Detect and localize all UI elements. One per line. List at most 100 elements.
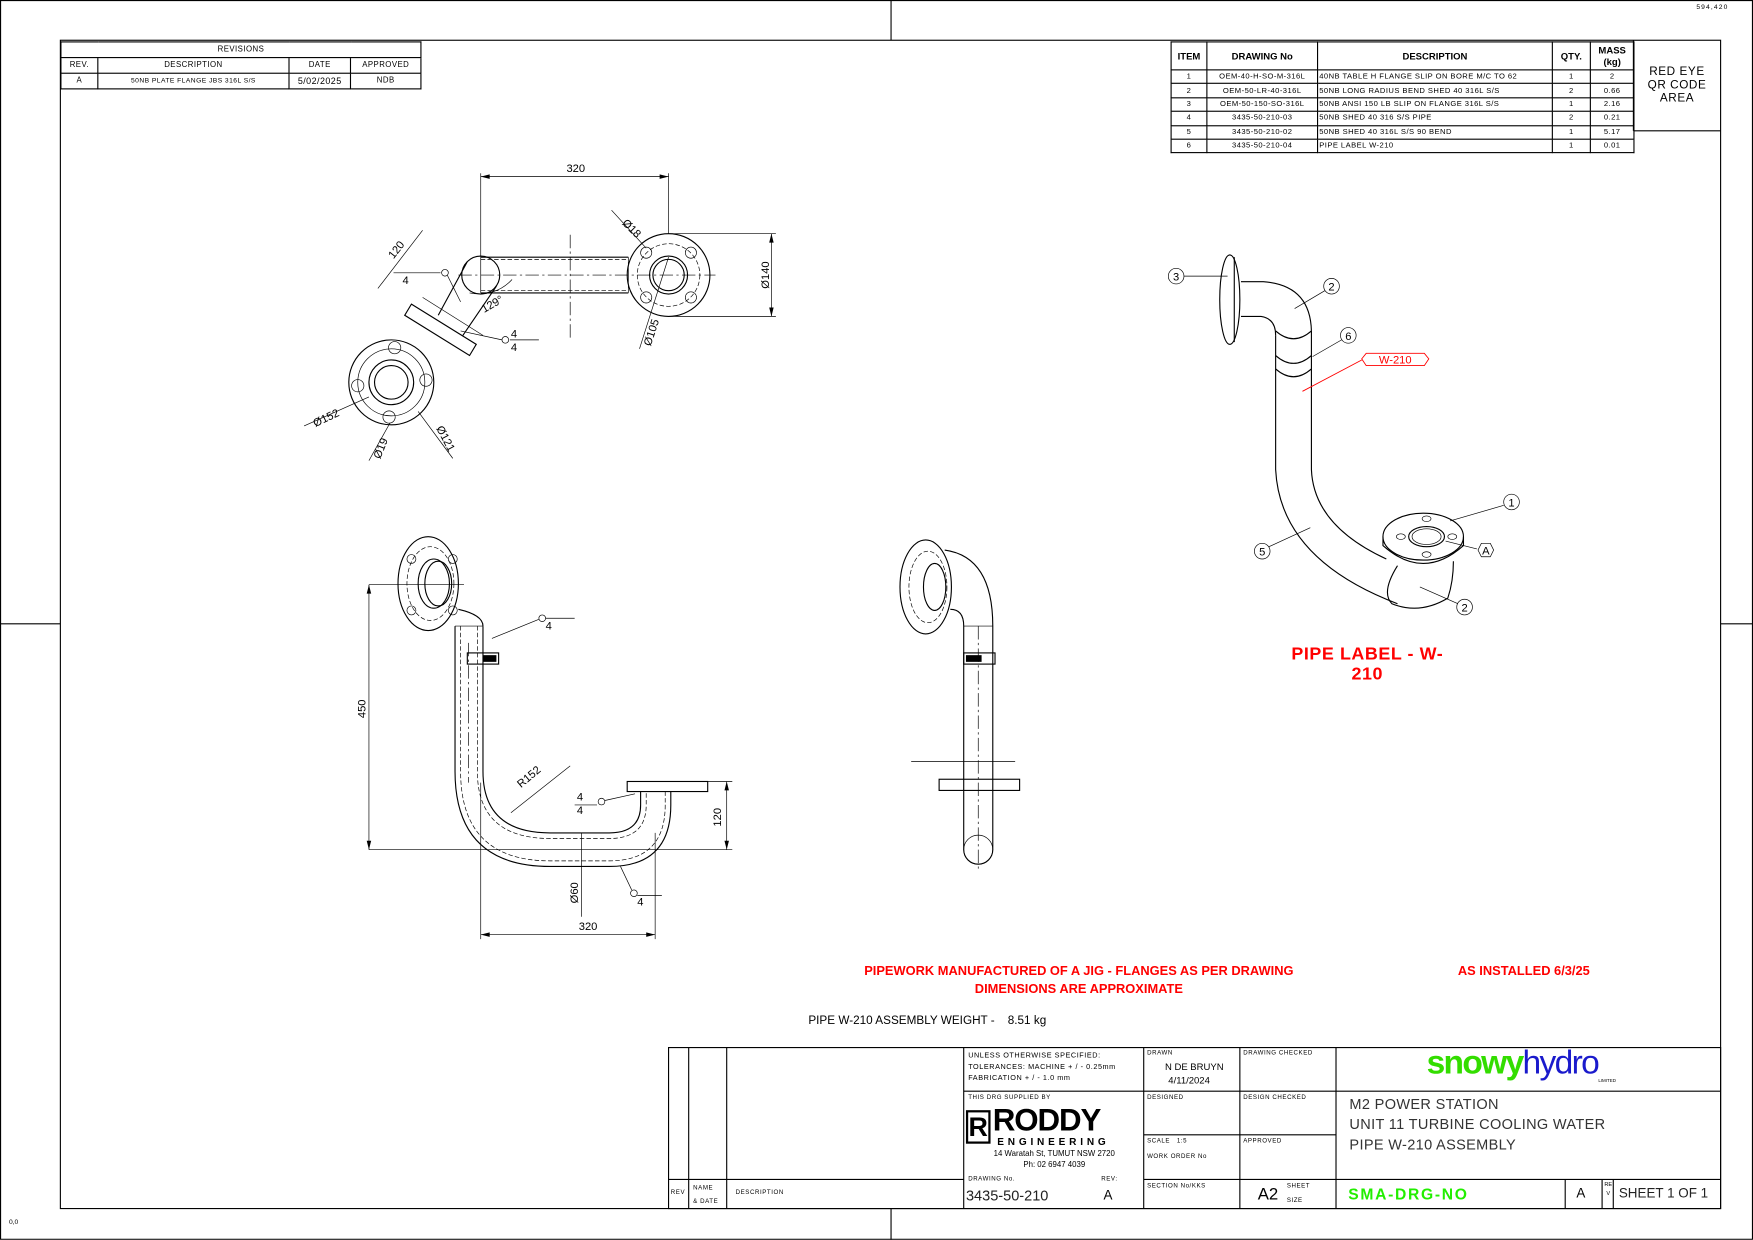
assembly-weight: PIPE W-210 ASSEMBLY WEIGHT - 8.51 kg xyxy=(808,1014,1047,1028)
balloon-item-2: 2 xyxy=(1294,278,1340,309)
svg-text:A: A xyxy=(1482,546,1490,558)
snowy-hydro-logo: snowyhydro LIMITED xyxy=(1427,1044,1616,1083)
rev-column-label: REV xyxy=(670,1189,686,1197)
bom-qty-header: QTY. xyxy=(1551,41,1591,71)
scale-label: SCALE 1:5 xyxy=(1147,1138,1188,1145)
flange-edge xyxy=(938,778,1021,791)
dim-320-front-label: 320 xyxy=(579,921,598,933)
rev-header: REV. xyxy=(60,57,99,74)
bom-qty: 1 xyxy=(1551,138,1591,154)
dim-121-label: Ø121 xyxy=(433,424,456,454)
svg-text:4: 4 xyxy=(577,805,583,817)
dim-19-label: Ø19 xyxy=(372,437,391,461)
designed-label: DESIGNED xyxy=(1147,1094,1184,1102)
svg-text:2: 2 xyxy=(1461,603,1467,615)
name-date-label: NAME & DATE xyxy=(693,1182,718,1209)
tolerances-line-3: FABRICATION + / - 1.0 mm xyxy=(968,1074,1071,1083)
roddy-r-mark: R xyxy=(965,1110,991,1144)
tolerances-note: UNLESS OTHERWISE SPECIFIED: TOLERANCES: … xyxy=(968,1051,1116,1085)
revisions-title: REVISIONS xyxy=(60,41,422,59)
sheet-size-value: A2 xyxy=(1257,1185,1279,1205)
svg-text:3: 3 xyxy=(1173,272,1179,284)
revision-letter: A xyxy=(1103,1187,1113,1203)
balloon-datum-a: A xyxy=(1445,540,1495,558)
dim-320-label: 320 xyxy=(566,163,585,175)
bom-description: 50NB LONG RADIUS BEND SHED 40 316L S/S xyxy=(1317,83,1553,99)
rev-label: REV: xyxy=(1101,1176,1118,1183)
bom-qty: 1 xyxy=(1551,97,1591,113)
drawing-title: M2 POWER STATION UNIT 11 TURBINE COOLING… xyxy=(1349,1095,1605,1155)
bom-item: 5 xyxy=(1170,124,1208,140)
svg-text:4: 4 xyxy=(511,342,517,354)
revision-date: 5/02/2025 xyxy=(288,72,352,90)
bom-mass: 0.21 xyxy=(1589,110,1635,126)
bom-item: 6 xyxy=(1170,138,1208,154)
pipe-tag-w210: W-210 xyxy=(1302,352,1430,392)
approved-label: APPROVED xyxy=(1243,1138,1282,1145)
pipe-label-band xyxy=(963,652,996,665)
as-installed-note: AS INSTALLED 6/3/25 xyxy=(1457,964,1590,979)
bom-description: PIPE LABEL W-210 xyxy=(1317,138,1553,154)
bom-item: 4 xyxy=(1170,110,1208,126)
bom-qty: 2 xyxy=(1551,110,1591,126)
logo-hydro: hydro xyxy=(1522,1044,1600,1082)
roddy-name: RODDY xyxy=(992,1102,1102,1138)
dim-105-label: Ø105 xyxy=(642,318,662,348)
weld-symbol: 4 xyxy=(393,269,461,303)
supplier-street: 14 Waratah St, TUMUT NSW 2720 xyxy=(993,1150,1115,1159)
bom-mass-header: MASS (kg) xyxy=(1589,41,1635,71)
jig-note: PIPEWORK MANUFACTURED OF A JIG - FLANGES… xyxy=(827,963,1330,999)
bom-drawing-no: 3435-50-210-03 xyxy=(1206,110,1319,126)
origin-label: 0,0 xyxy=(8,1219,19,1227)
rev-vertical-label: REV xyxy=(1604,1181,1613,1198)
work-order-label: WORK ORDER No xyxy=(1147,1153,1207,1161)
title-block-grid xyxy=(668,40,1722,1210)
bom-qty: 2 xyxy=(1551,83,1591,99)
top-view: 320 Ø140 Ø18 Ø105 120 1 xyxy=(303,163,776,461)
title-line-1: M2 POWER STATION xyxy=(1349,1095,1499,1113)
drawn-date: 4/11/2024 xyxy=(1168,1074,1210,1086)
bom-item: 1 xyxy=(1170,69,1208,85)
pipe-label-band xyxy=(466,652,500,665)
section-kks-label: SECTION No/KKS xyxy=(1147,1182,1206,1190)
tolerances-line-2: TOLERANCES: MACHINE + / - 0.25mm xyxy=(968,1063,1116,1072)
jig-note-line-2: DIMENSIONS ARE APPROXIMATE xyxy=(974,982,1183,997)
drawing-number: 3435-50-210 xyxy=(965,1187,1049,1205)
bom-qty: 1 xyxy=(1551,124,1591,140)
dim-120-branch-label: 120 xyxy=(386,239,407,261)
balloon-item-3: 3 xyxy=(1167,267,1228,285)
bom-drawing-no: OEM-40-H-SO-M-316L xyxy=(1206,69,1319,85)
side-view xyxy=(899,539,1021,873)
weld-symbol: 4 xyxy=(620,866,662,909)
supplied-by-label: THIS DRG SUPPLIED BY xyxy=(968,1094,1051,1102)
bom-mass: 0.66 xyxy=(1589,83,1635,99)
svg-text:4: 4 xyxy=(546,620,552,632)
balloon-item-2: 2 xyxy=(1419,586,1473,616)
bom-qty: 1 xyxy=(1551,69,1591,85)
bom-drawing-no: 3435-50-210-02 xyxy=(1206,124,1319,140)
dim-r152-label: R152 xyxy=(515,764,543,790)
drawn-by: N DE BRUYN xyxy=(1164,1060,1224,1073)
svg-text:6: 6 xyxy=(1345,331,1351,343)
size-label: SIZE xyxy=(1286,1197,1303,1205)
balloon-item-1: 1 xyxy=(1449,493,1520,522)
flange-edge xyxy=(626,780,709,793)
dim-120-label: 120 xyxy=(712,808,724,827)
jig-note-line-1: PIPEWORK MANUFACTURED OF A JIG - FLANGES… xyxy=(864,964,1294,979)
revision-approved: NDB xyxy=(349,72,422,90)
date-label: & DATE xyxy=(693,1198,719,1206)
name-label: NAME xyxy=(693,1185,714,1192)
supplier-address: 14 Waratah St, TUMUT NSW 2720 Ph: 02 694… xyxy=(968,1149,1140,1171)
svg-text:1: 1 xyxy=(1508,497,1514,509)
svg-text:4: 4 xyxy=(637,897,643,909)
bom-drawing-no: OEM-50-LR-40-316L xyxy=(1206,83,1319,99)
svg-text:2: 2 xyxy=(1328,282,1334,294)
dim-152-label: Ø152 xyxy=(311,407,341,429)
logo-limited: LIMITED xyxy=(1598,1077,1616,1084)
tolerances-line-1: UNLESS OTHERWISE SPECIFIED: xyxy=(968,1052,1101,1060)
